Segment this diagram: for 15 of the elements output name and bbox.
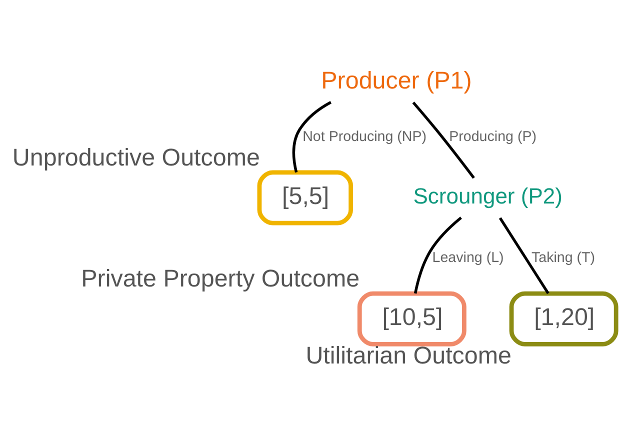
connector [498,217,550,294]
node-label: Private Property Outcome [81,266,360,293]
edge-label: Not Producing (NP) [302,128,427,145]
edge-label: Taking (T) [531,250,596,266]
node-text: Scrounger (P2) [413,183,562,208]
edge-label: Leaving (L) [432,250,504,266]
node-box: [1,20] [509,291,618,346]
connector [292,101,332,173]
node-box: [10,5] [357,291,466,346]
edge-label: Producing (P) [449,128,537,145]
node-label: Unproductive Outcome [12,144,260,172]
connector [412,102,475,179]
node-box: [5,5] [257,170,354,226]
node-text: Producer (P1) [321,67,472,94]
connector [414,216,462,294]
